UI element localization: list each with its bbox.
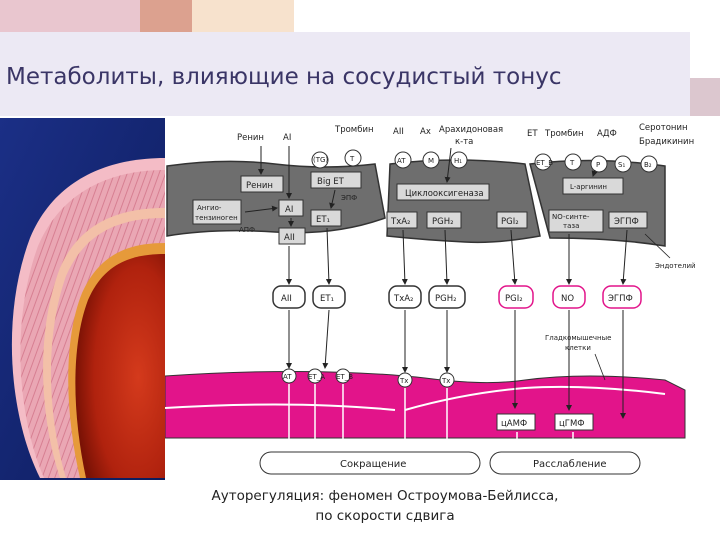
endothelial-cell-middle [386,159,541,244]
box-et1 [310,209,342,227]
cell-label-aii: AII [284,233,295,243]
top-label-arachidonic: Арахидоновая [439,125,503,135]
top-label-aii: AII [393,127,404,137]
box-ai [278,199,304,217]
box-big-et [310,171,362,189]
box-l-arginine [562,177,624,195]
endothelial-receptors [311,149,658,173]
sm-receptor-etb: ET_B [336,373,353,381]
sm-receptor-tx-2: Tx [441,377,450,385]
box-pgh2 [426,211,462,229]
cell-label-txa2: TxA₂ [390,217,410,227]
top-label-thrombin-2: Тромбин [544,129,584,139]
receptor-m: M [428,157,434,165]
smooth-muscle-label-2: клетки [565,344,591,352]
receptor-t-2: T [569,159,575,167]
mediator-label-pgi2: PGI₂ [505,294,523,304]
camp-label: цАМФ [501,419,527,429]
slide-title: Метаболиты, влияющие на сосудистый тонус [6,64,562,90]
sm-receptor-tx-1: Tx [399,377,408,385]
top-label-bradykinin: Брадикинин [639,137,694,147]
cgmp-label: цГМФ [559,419,585,429]
top-label-renin: Ренин [237,133,264,143]
contraction-bar [259,451,481,475]
cell-label-et1: ET₁ [316,215,330,225]
box-aii [278,227,306,245]
box-txa2 [386,211,418,229]
receptor-t: T [349,155,355,163]
endothelial-cell-right [529,159,666,247]
top-label-adp: АДФ [597,129,617,139]
box-no-synthase [548,209,604,233]
mediator-pgi2 [498,285,534,309]
sm-receptor-eta: ET_A [308,373,325,381]
mediator-label-pgh2: PGH₂ [435,294,457,304]
box-pgi2 [496,211,528,229]
caption-line-2: по скорости сдвига [315,508,455,524]
cell-label-epf: ЭПФ [341,194,357,202]
mediator-aii [272,285,306,309]
cell-label-big-et: Big ET [317,177,345,187]
receptor-h1: H₁ [454,157,462,165]
slide-caption: Ауторегуляция: феномен Остроумова-Бейлис… [165,486,605,526]
vascular-tone-diagram: Сокращение Расслабление Ренин AI Тромбин… [165,118,720,480]
title-band [0,32,690,116]
top-label-arachidonic-2: к-та [455,137,473,147]
endothelium-label: Эндотелий [655,262,696,270]
box-angiotensinogen [192,199,242,225]
mediator-no [552,285,586,309]
cell-label-apf: АПФ [239,226,255,234]
mediator-edhf [602,285,642,309]
receptor-tg: (TG) [313,156,328,164]
cell-label-no-synthase-1: NO-синте- [552,213,590,221]
contraction-label: Сокращение [340,459,406,470]
cell-label-ai: AI [285,205,293,215]
sm-receptor-at: AT [283,373,292,381]
mediator-label-no: NO [561,294,574,304]
cell-label-pgi2: PGI₂ [501,217,519,227]
mediator-label-edhf: ЭГПФ [608,294,633,304]
mediator-et1 [312,285,346,309]
cgmp-box [554,413,594,431]
box-renin [240,175,284,193]
top-label-thrombin: Тромбин [334,125,374,135]
receptor-etb: ET_B [536,159,553,167]
vessel-cross-section-image [0,118,165,480]
cell-label-renin: Ренин [246,181,273,191]
mediator-pgh2 [428,285,466,309]
cell-label-l-arginine: L-аргинин [570,183,607,191]
receptor-at: AT [397,157,406,165]
mediator-label-txa2: TxA₂ [393,294,413,304]
receptor-p: P [596,161,600,169]
smooth-muscle-label-1: Гладкомышечные [545,334,611,342]
cell-label-no-synthase-2: таза [563,222,579,230]
cell-label-angiotensinogen-1: Ангио- [197,204,222,212]
box-edhf [608,211,648,229]
mediator-txa2 [388,285,422,309]
caption-line-1: Ауторегуляция: феномен Остроумова-Бейлис… [211,488,559,504]
camp-box [496,413,536,431]
top-label-serotonin: Серотонин [639,123,688,133]
receptor-s1: S₁ [618,161,625,169]
cell-label-edhf: ЭГПФ [614,217,639,227]
relaxation-label: Расслабление [533,459,607,470]
receptor-b2: B₂ [644,161,652,169]
box-cyclooxygenase [396,183,490,201]
top-label-ach: Ах [420,127,431,137]
mediator-label-et1: ET₁ [320,294,334,304]
top-label-ai: AI [283,133,291,143]
cell-label-cyclooxygenase: Циклооксигеназа [405,189,484,199]
cell-label-pgh2: PGH₂ [432,217,454,227]
relaxation-bar [489,451,641,475]
top-label-et: ET [527,129,538,139]
mediator-label-aii: AII [281,294,292,304]
cell-label-angiotensinogen-2: тензиноген [195,214,238,222]
